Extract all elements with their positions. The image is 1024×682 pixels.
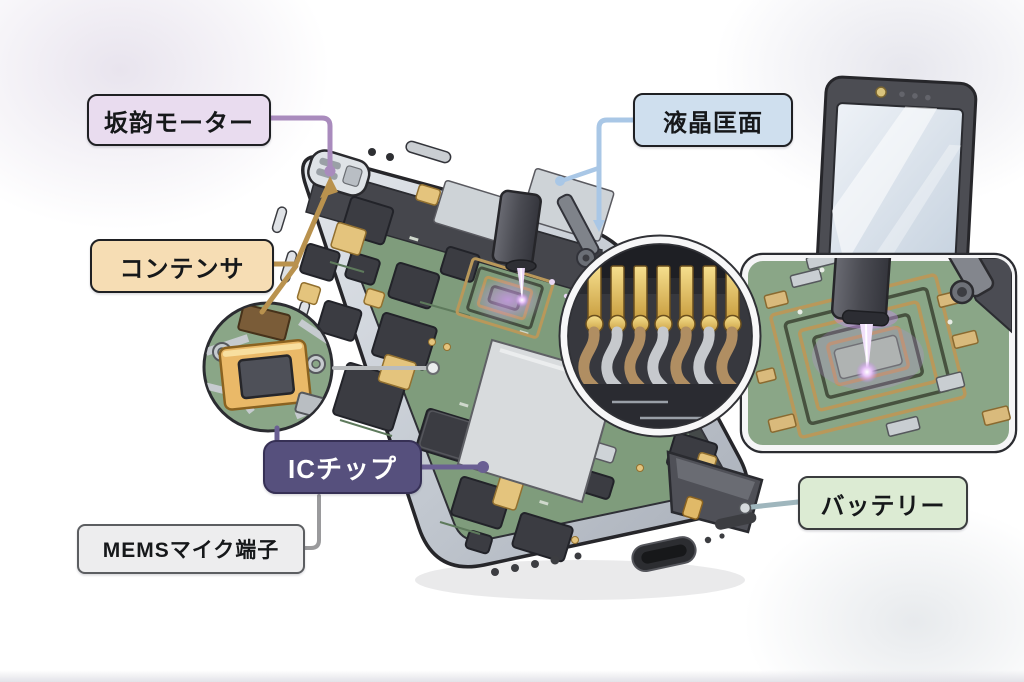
inset-arm	[939, 258, 995, 305]
phone-front-illustration	[815, 75, 978, 281]
line-battery	[749, 499, 801, 510]
speaker-holes	[491, 533, 725, 576]
line-vibration-motor	[267, 115, 333, 169]
pcb-gold-pad	[330, 221, 367, 256]
line-mems	[301, 494, 321, 550]
bottom-grill	[715, 512, 757, 530]
callout-vibration-motor: 坂韵モーター	[87, 94, 271, 146]
laser-glow	[472, 276, 544, 324]
callout-mems-mic: MEMSマイク端子	[77, 524, 305, 574]
brown-chip	[237, 304, 291, 342]
connector-inset	[558, 234, 762, 438]
pcb-chip	[316, 299, 363, 342]
pcb-chip	[511, 511, 574, 563]
pcb-chip	[299, 242, 341, 282]
pcb-chip	[387, 261, 441, 310]
pcb-chip	[464, 529, 493, 555]
callout-lcd-screen: 液晶匡面	[633, 93, 793, 147]
capacitor-part	[218, 339, 312, 411]
capacitor-inset	[202, 301, 334, 433]
pcb-gold-pad	[363, 287, 386, 309]
battery-cover-part	[666, 450, 764, 534]
pcb-gold-pad	[415, 183, 442, 206]
usb-port	[631, 536, 697, 573]
pcb-chip	[344, 251, 381, 286]
laser-inset	[739, 252, 1018, 454]
laser-inset-probe	[830, 258, 898, 383]
laser-probe	[491, 189, 569, 307]
callout-capacitor: コンテンサ	[90, 239, 274, 293]
callout-lines	[259, 115, 801, 550]
screen-reflection	[831, 106, 962, 268]
callout-battery: バッテリー	[798, 476, 968, 530]
connector-pins	[568, 244, 752, 428]
line-lcd	[596, 117, 637, 223]
front-camera-dot	[875, 86, 887, 98]
callout-ic-chip: ICチップ	[263, 440, 422, 494]
earpiece-slot	[405, 140, 452, 164]
pcb-gold-pad	[296, 281, 322, 306]
